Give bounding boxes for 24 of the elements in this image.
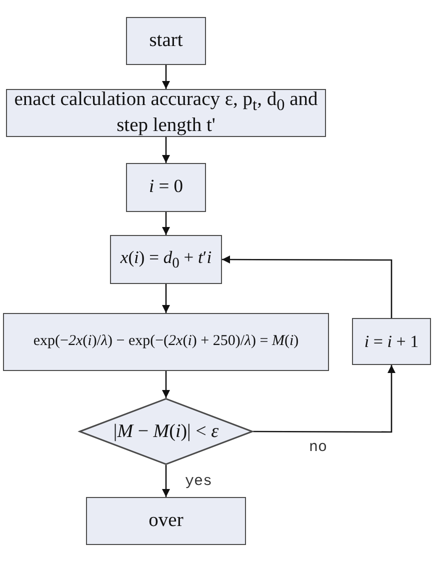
arrow (222, 256, 392, 318)
formula-text: x(i) = d$_{0}$ + t′i (120, 246, 212, 272)
arrow (162, 284, 170, 313)
arrow (162, 137, 170, 163)
condition-text: |M − M(i)| < ε (113, 420, 219, 442)
terminal-box (86, 497, 246, 545)
edge-label: yes (184, 474, 214, 490)
step-text: over (148, 510, 184, 532)
arrow (162, 371, 170, 398)
arrow (162, 65, 170, 89)
formula-text: i = i + 1 (364, 332, 419, 352)
process-box (126, 163, 206, 212)
step-text: start (149, 30, 183, 52)
step-text: enact calculation accuracy ε, p$_{t}$, d$_{0}$ and step length t' (13, 89, 319, 137)
terminal-box (126, 17, 206, 65)
process-box (110, 235, 222, 284)
arrow (253, 365, 396, 433)
arrow (162, 212, 170, 235)
decision-diamond (79, 398, 253, 465)
arrow (162, 465, 170, 497)
formula-text: exp(−2x(i)/λ) − exp(−(2x(i) + 250)/λ) = M(i) (33, 333, 299, 351)
process-box (352, 318, 431, 365)
formula-text: i = 0 (148, 176, 184, 198)
process-box (3, 313, 329, 371)
